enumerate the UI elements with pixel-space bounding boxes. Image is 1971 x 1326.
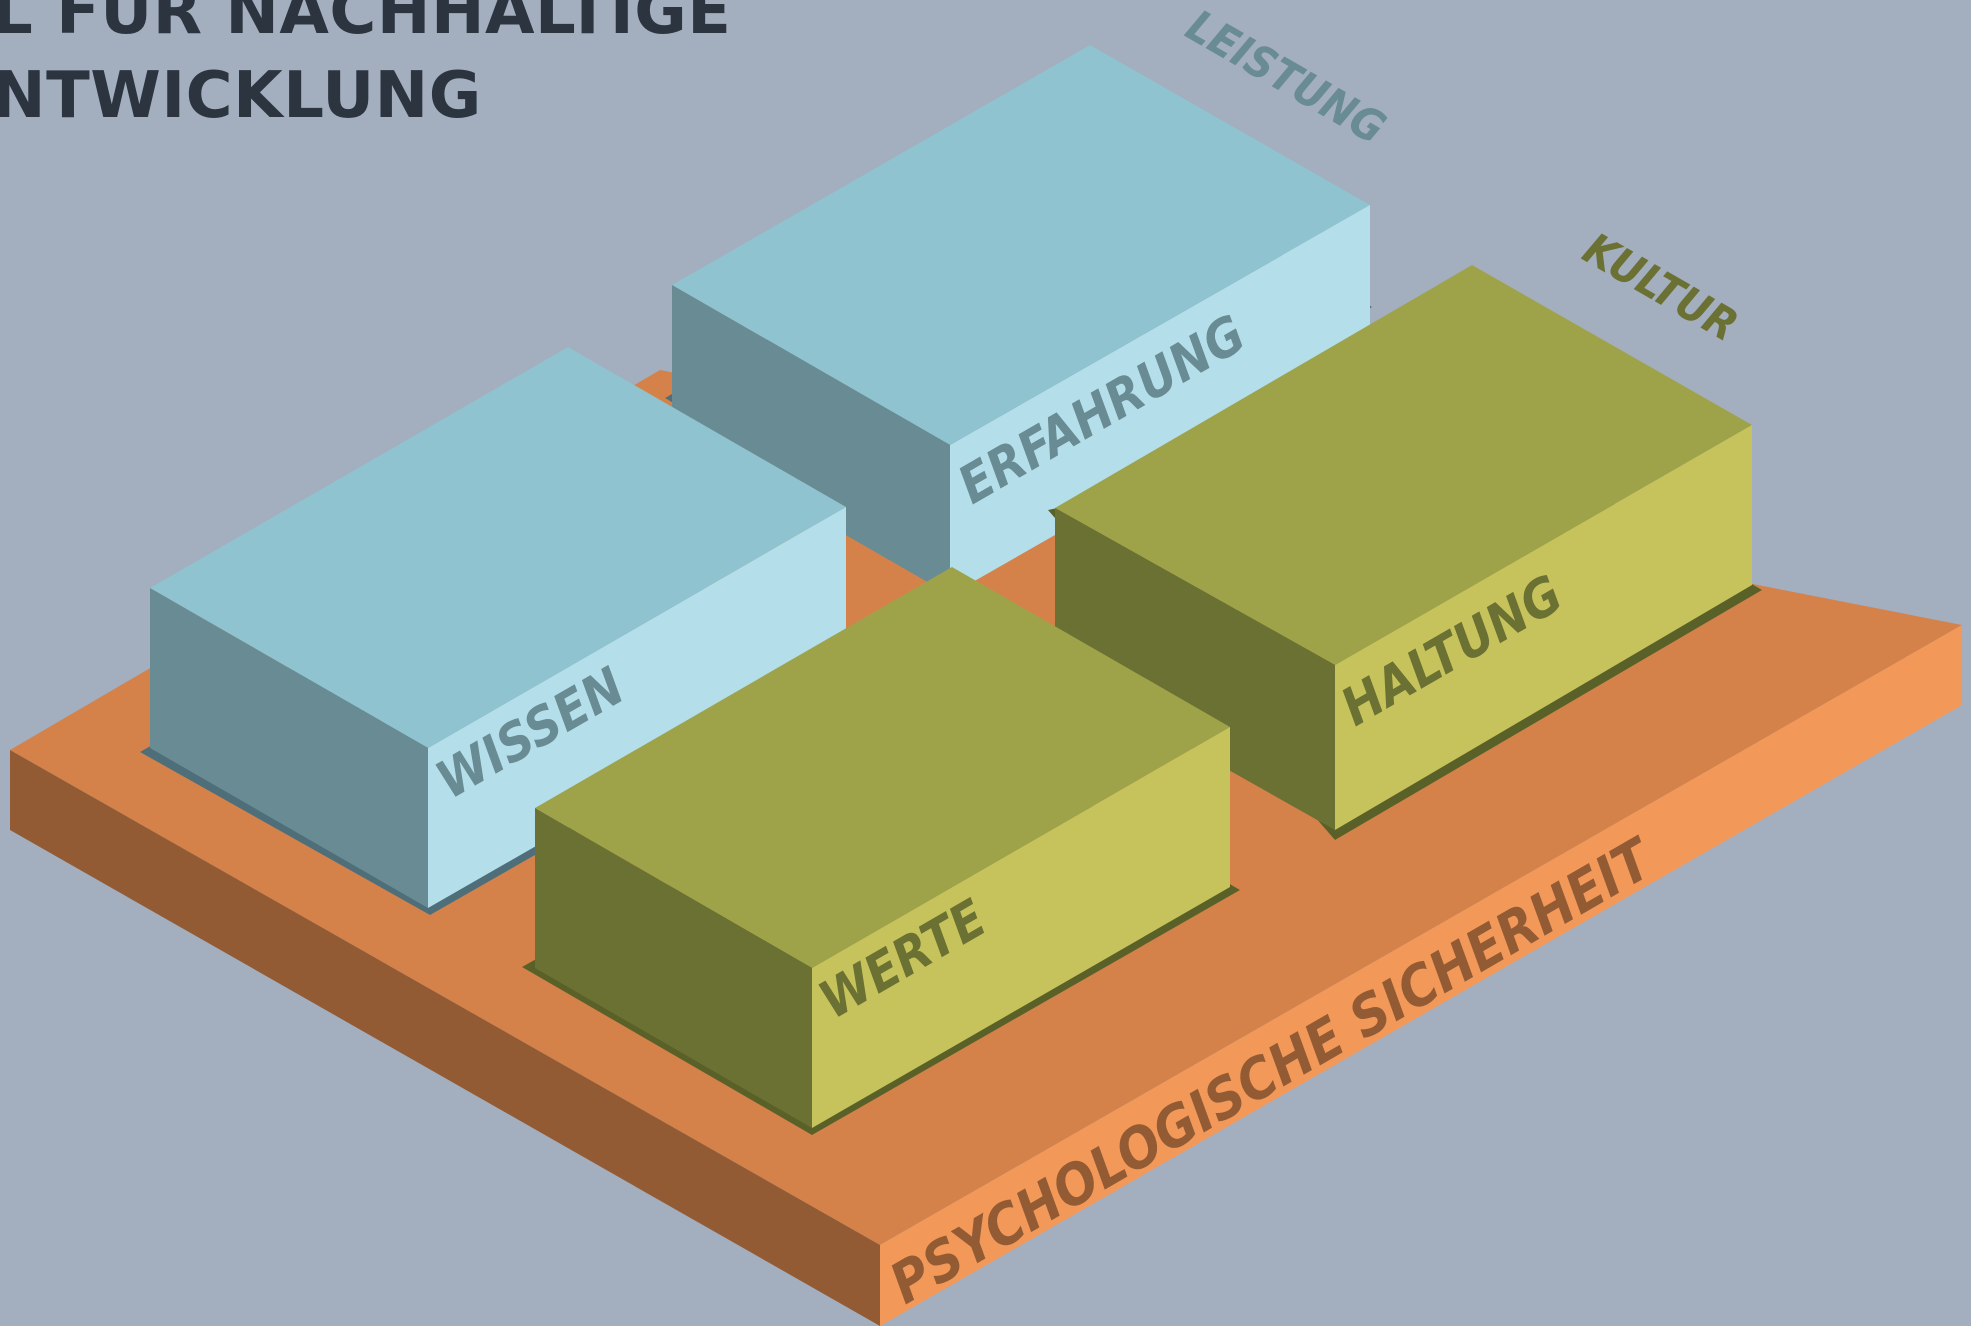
slab-right-face <box>880 625 1962 1326</box>
block-right-face <box>428 507 846 908</box>
block-left-face <box>535 808 812 1128</box>
block-right-face <box>1335 425 1752 830</box>
block-erfahrung: ERFAHRUNG <box>665 45 1372 595</box>
kultur-label: KULTUR <box>1575 223 1747 352</box>
block-right-face <box>950 205 1370 595</box>
block-left-face <box>1055 508 1335 830</box>
block-top <box>672 45 1370 445</box>
block-top <box>535 567 1230 968</box>
block-left-face <box>672 285 950 595</box>
slab-left-face <box>10 750 880 1326</box>
diagram-title: L FÜR NACHHALTIGE NTWICKLUNG <box>0 0 731 138</box>
block-wissen: WISSEN <box>140 347 850 915</box>
block-top <box>1055 265 1752 665</box>
block-haltung: HALTUNG <box>1048 265 1762 840</box>
block-werte: WERTE <box>522 567 1240 1135</box>
title-line-1: L FÜR NACHHALTIGE <box>0 0 732 49</box>
title-line-2: NTWICKLUNG <box>0 59 482 133</box>
block-top <box>150 347 846 748</box>
block-left-face <box>150 588 428 908</box>
block-right-face <box>812 727 1230 1128</box>
